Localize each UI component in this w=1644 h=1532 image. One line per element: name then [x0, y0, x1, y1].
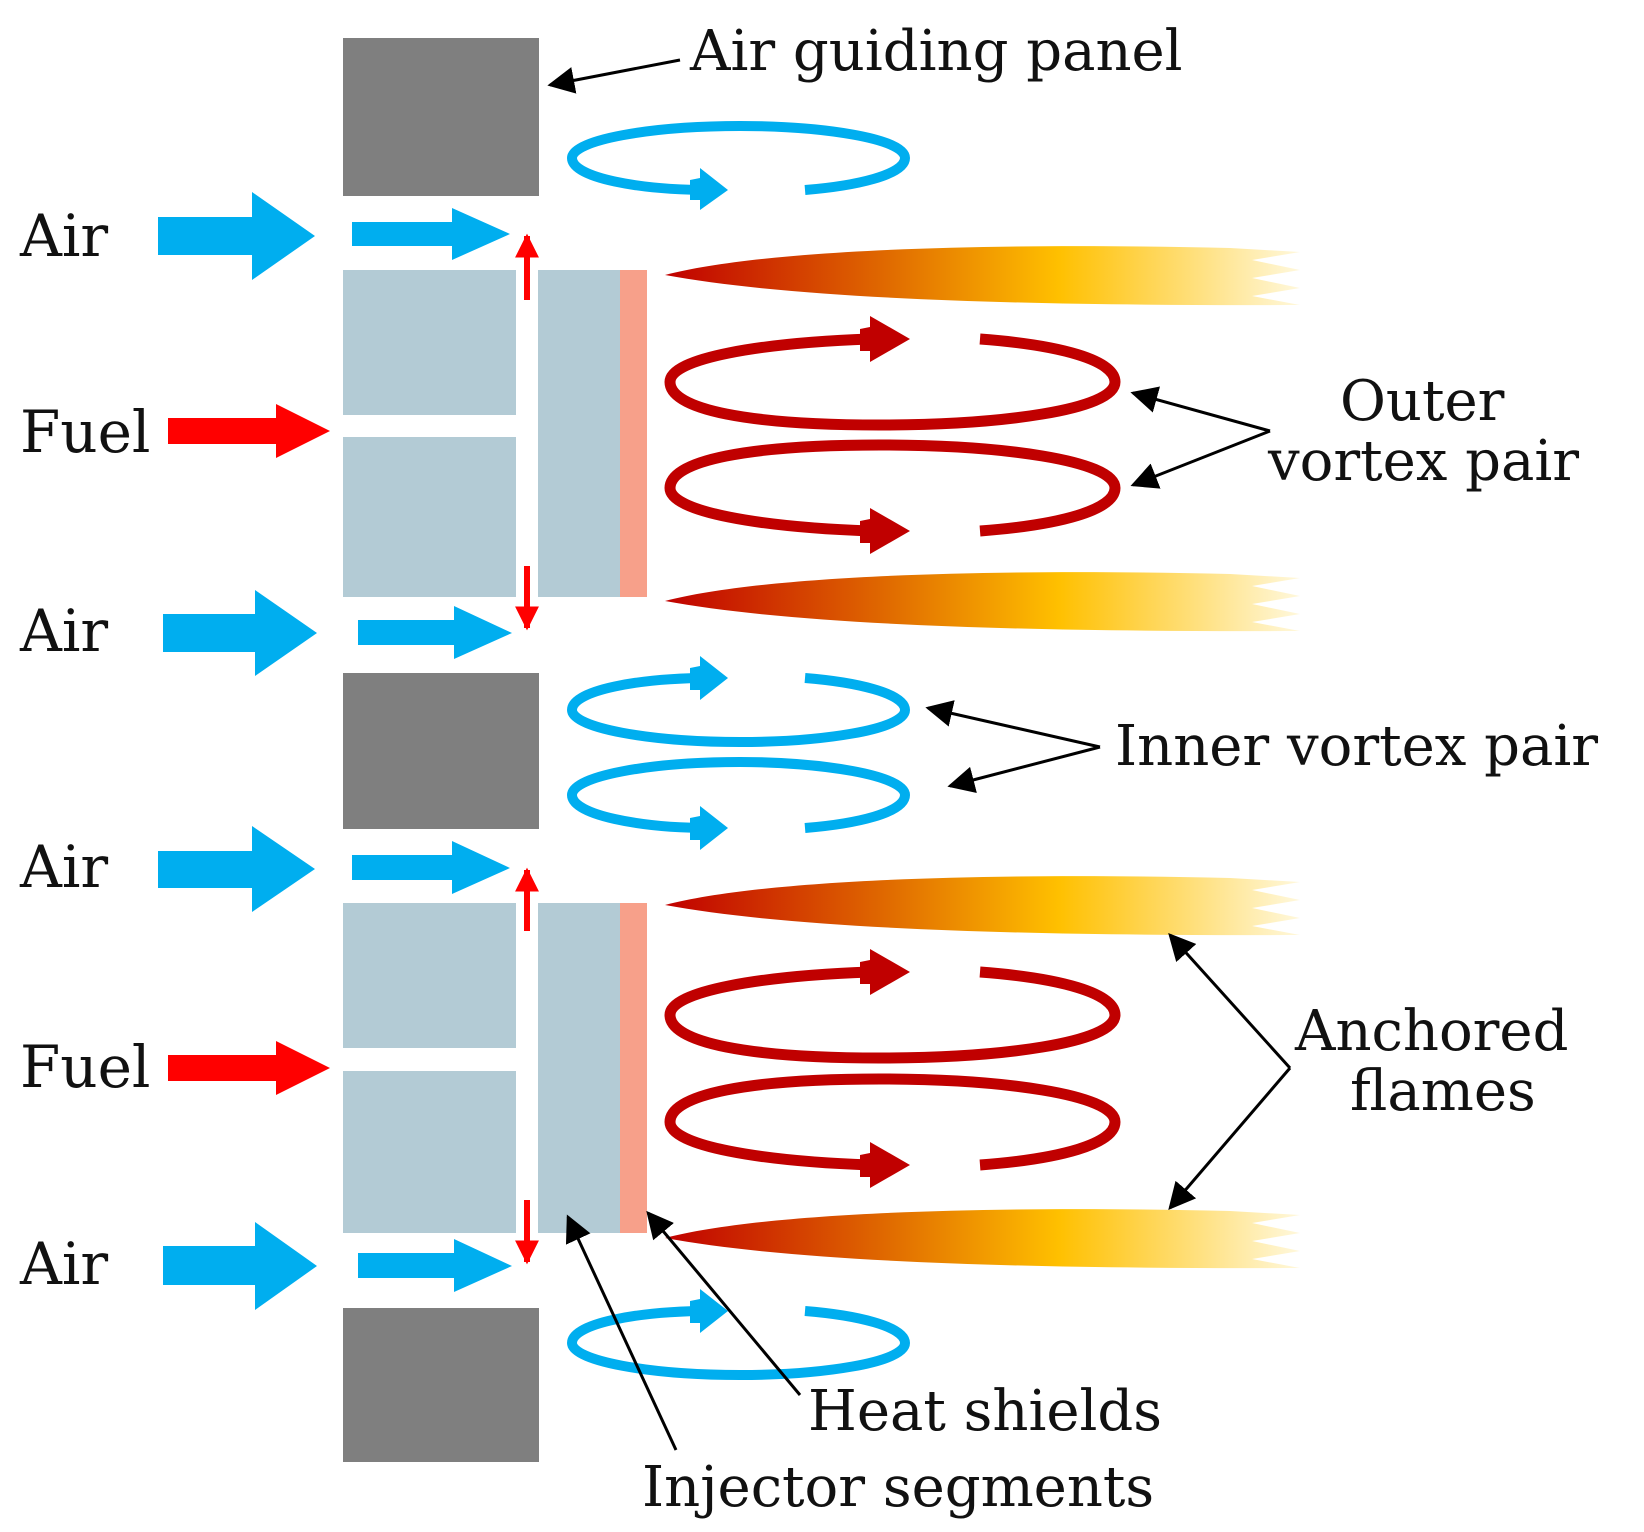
outer-vortex-pair-label: vortex pair — [1267, 429, 1579, 494]
injector-segment — [538, 270, 620, 597]
annotation-arrow-icon — [1168, 932, 1292, 1070]
air-guiding-panel-label: Air guiding panel — [689, 19, 1183, 84]
inner-vortex-pair-label: Inner vortex pair — [1115, 714, 1598, 779]
injector-segment — [343, 1071, 516, 1233]
vortex-arrow-icon — [860, 508, 910, 554]
outer-vortex — [664, 1073, 1121, 1171]
outer-vortex — [664, 966, 1121, 1064]
air-arrow-icon — [158, 826, 315, 912]
injector-segment — [538, 903, 620, 1233]
fuel-label: Fuel — [20, 398, 150, 466]
vortex-arrow-icon — [860, 1142, 910, 1188]
annotation-arrow-icon — [925, 700, 1101, 749]
vortex-arrow-icon — [860, 949, 910, 995]
fuel-arrow-icon — [168, 404, 330, 458]
vortex-arrow-icon — [860, 316, 910, 362]
air-label: Air — [19, 833, 108, 901]
fuel-label: Fuel — [20, 1033, 150, 1101]
air-label: Air — [19, 202, 108, 270]
air-guiding-panel-middle — [343, 673, 539, 829]
annotation-arrow-icon — [646, 1210, 802, 1396]
vortex-arrow-icon — [690, 656, 728, 700]
annotation-arrow-icon — [1130, 386, 1271, 433]
anchored-flames-label: Anchored — [1294, 999, 1568, 1064]
anchored-flame — [665, 1209, 1300, 1269]
vortex-arrow-icon — [690, 806, 728, 850]
outer-vortex — [664, 439, 1121, 537]
injector-segment — [343, 903, 516, 1048]
heat-shield — [620, 903, 647, 1233]
vortex-arrow-icon — [690, 168, 728, 210]
fuel-arrow-icon — [168, 1041, 330, 1095]
heat-shields-label: Heat shields — [808, 1379, 1162, 1444]
air-guiding-panel-bottom — [343, 1308, 539, 1462]
air-guiding-panel-top — [343, 38, 539, 196]
air-label: Air — [19, 1230, 108, 1298]
air-arrow-icon — [163, 1222, 317, 1310]
annotation-arrow-icon — [947, 745, 1101, 793]
annotation-arrow-icon — [1168, 1067, 1292, 1211]
outer-vortex — [664, 333, 1121, 431]
injector-segment — [343, 437, 516, 597]
inner-vortex — [566, 673, 911, 748]
annotation-arrow-icon — [565, 1214, 678, 1451]
vortex-arrow-icon — [690, 1289, 728, 1333]
air-label: Air — [19, 597, 108, 665]
anchored-flame — [665, 246, 1300, 306]
inner-vortex — [566, 756, 911, 833]
heat-shield — [620, 270, 647, 597]
anchored-flames-label: flames — [1350, 1059, 1536, 1124]
anchored-flame — [665, 876, 1300, 936]
air-arrow-icon — [358, 1239, 512, 1292]
injector-segment — [343, 270, 516, 415]
inner-vortex — [566, 120, 911, 195]
air-arrow-icon — [358, 606, 512, 659]
annotation-arrow-icon — [547, 58, 681, 94]
outer-vortex-pair-label: Outer — [1340, 369, 1505, 434]
air-arrow-icon — [352, 208, 510, 260]
air-arrow-icon — [158, 192, 315, 280]
air-arrow-icon — [163, 590, 317, 676]
injector-segments-label: Injector segments — [642, 1455, 1154, 1520]
annotation-arrow-icon — [1130, 429, 1271, 489]
air-arrow-icon — [352, 841, 510, 894]
inner-vortex — [566, 1306, 911, 1381]
anchored-flame — [665, 572, 1300, 632]
